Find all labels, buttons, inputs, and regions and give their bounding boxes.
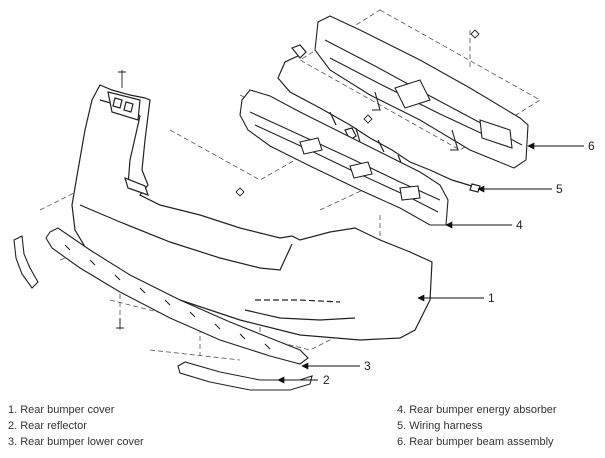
callout-4: 4 <box>516 218 523 232</box>
legend-item: 5. Wiring harness <box>397 420 483 432</box>
callout-2: 2 <box>323 373 330 387</box>
legend-right: 4. Rear bumper energy absorber 5. Wiring… <box>397 402 557 450</box>
rear-bumper-beam-assembly <box>314 15 529 169</box>
callout-3: 3 <box>364 359 371 373</box>
side-reflector <box>13 235 39 289</box>
exploded-parts-diagram: 6 5 4 1 3 2 <box>13 9 595 391</box>
callout-numbers: 6 5 4 1 3 2 <box>323 139 595 387</box>
legend-item: 3. Rear bumper lower cover <box>8 436 144 448</box>
callout-5: 5 <box>556 182 563 196</box>
rear-bumper-lower-cover <box>45 227 309 365</box>
legend-item: 2. Rear reflector <box>8 420 87 432</box>
legend-item: 1. Rear bumper cover <box>8 404 115 416</box>
callout-leaders <box>277 142 584 384</box>
wiring-harness <box>277 44 481 193</box>
legend-item: 6. Rear bumper beam assembly <box>397 436 554 448</box>
rear-bumper-energy-absorber <box>239 89 449 226</box>
legend-item: 4. Rear bumper energy absorber <box>397 404 557 416</box>
rear-reflector <box>177 361 313 391</box>
legend-left: 1. Rear bumper cover 2. Rear reflector 3… <box>8 402 144 450</box>
fasteners <box>116 29 480 329</box>
callout-6: 6 <box>588 139 595 153</box>
callout-1: 1 <box>488 291 495 305</box>
